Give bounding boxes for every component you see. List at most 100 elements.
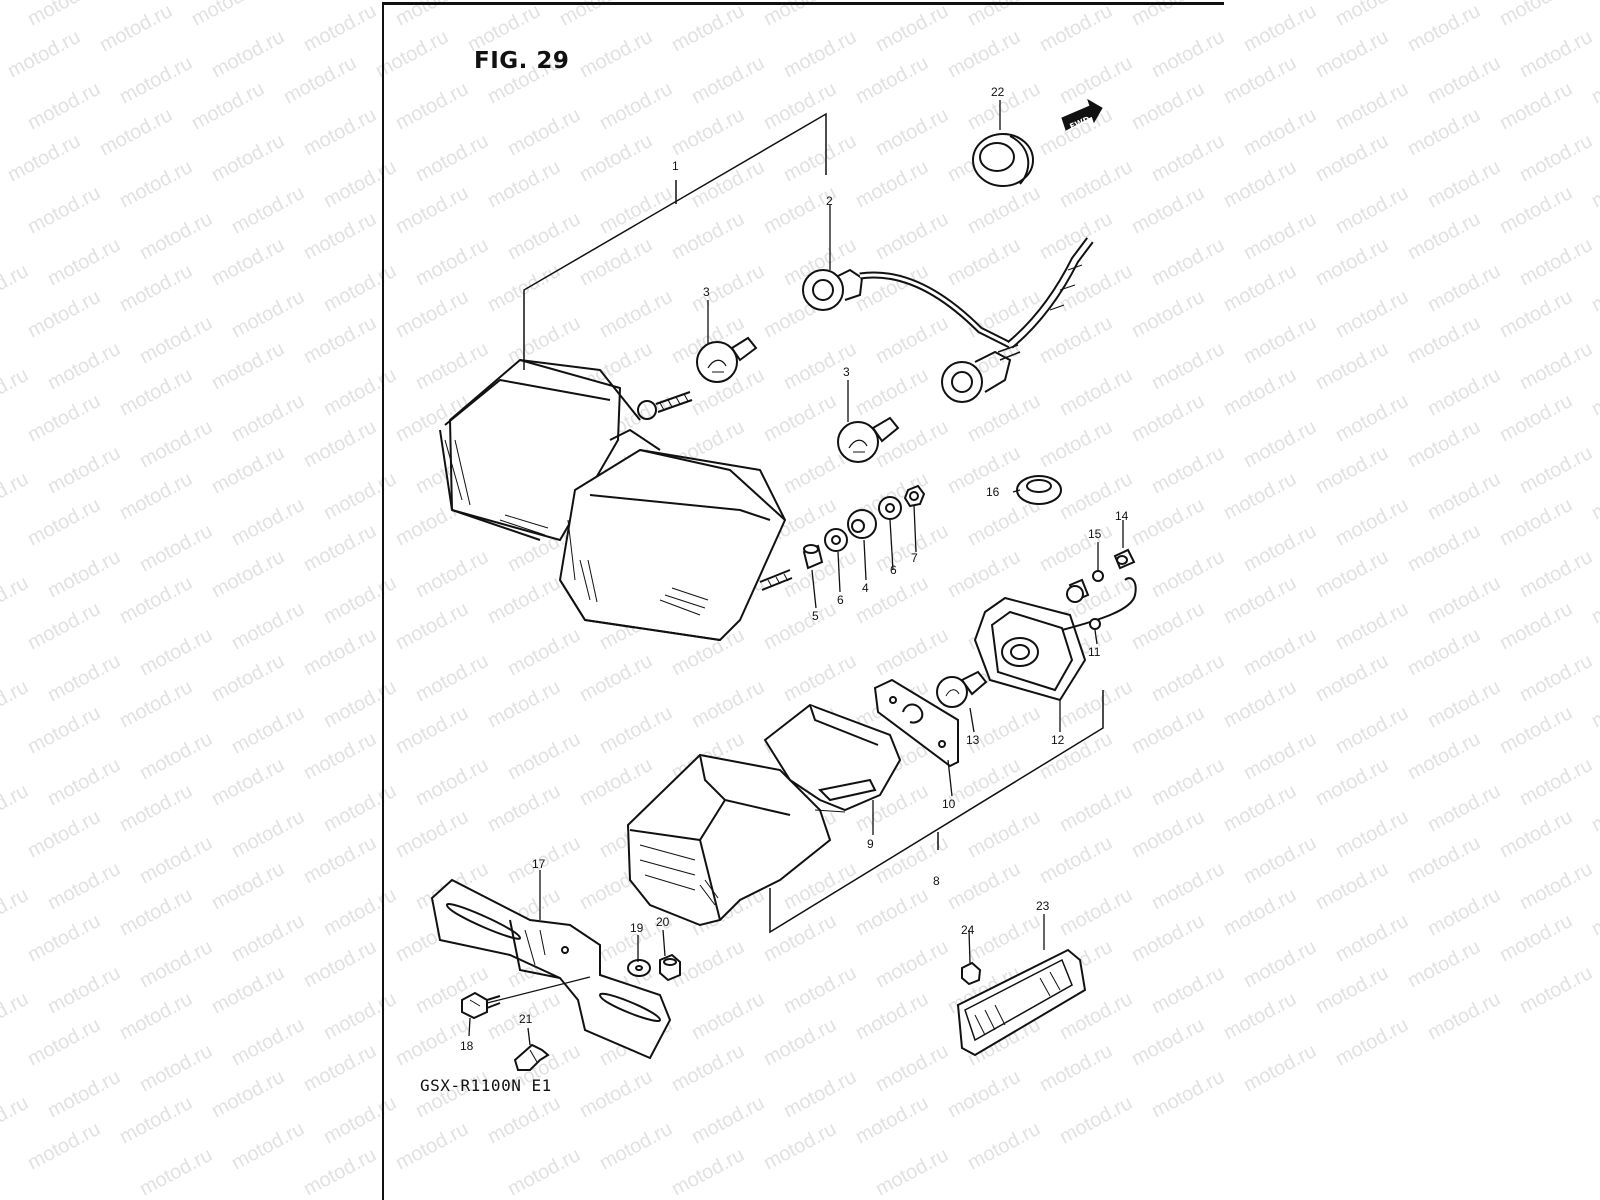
watermark-text: motod.ru xyxy=(392,702,472,758)
watermark-text: motod.ru xyxy=(1496,494,1576,550)
watermark-text: motod.ru xyxy=(1220,572,1300,628)
part-number-20: 20 xyxy=(656,915,670,929)
watermark-text: motod.ru xyxy=(412,234,492,290)
watermark-text: motod.ru xyxy=(136,208,216,264)
rear-lens-8 xyxy=(626,753,832,927)
watermark-text: motod.ru xyxy=(116,676,196,732)
watermark-text: motod.ru xyxy=(668,208,748,264)
watermark-text: motod.ru xyxy=(0,884,32,940)
watermark-text: motod.ru xyxy=(228,182,308,238)
lamp-wire-11 xyxy=(1061,577,1137,631)
figure-title: FIG. 29 xyxy=(474,48,570,74)
watermark-text: motod.ru xyxy=(1404,416,1484,472)
watermark-text: motod.ru xyxy=(24,390,104,446)
watermark-text: motod.ru xyxy=(1516,858,1596,914)
washer-19 xyxy=(627,959,651,977)
bulb-lower xyxy=(837,416,900,463)
watermark-text: motod.ru xyxy=(1128,910,1208,966)
watermark-text: motod.ru xyxy=(188,0,268,30)
watermark-text: motod.ru xyxy=(412,130,492,186)
watermark-text: motod.ru xyxy=(852,988,932,1044)
watermark-text: motod.ru xyxy=(780,1066,860,1122)
part-number-6b: 6 xyxy=(890,563,897,577)
watermark-text: motod.ru xyxy=(1332,910,1412,966)
watermark-text: motod.ru xyxy=(412,650,492,706)
watermark-text: motod.ru xyxy=(392,286,472,342)
watermark-text: motod.ru xyxy=(504,104,584,160)
watermark-text: motod.ru xyxy=(1220,156,1300,212)
part-number-1: 1 xyxy=(672,159,679,173)
watermark-text: motod.ru xyxy=(1220,0,1300,4)
watermark-text: motod.ru xyxy=(576,26,656,82)
watermark-text: motod.ru xyxy=(0,676,32,732)
watermark-text: motod.ru xyxy=(1588,780,1600,836)
watermark-text: motod.ru xyxy=(280,0,360,4)
watermark-text: motod.ru xyxy=(136,416,216,472)
watermark-text: motod.ru xyxy=(1516,546,1596,602)
watermark-text: motod.ru xyxy=(208,130,288,186)
watermark-text: motod.ru xyxy=(300,1144,380,1200)
watermark-text: motod.ru xyxy=(760,598,840,654)
watermark-text: motod.ru xyxy=(484,1092,564,1148)
watermark-text: motod.ru xyxy=(760,78,840,134)
watermark-text: motod.ru xyxy=(1056,780,1136,836)
watermark-text: motod.ru xyxy=(320,156,400,212)
watermark-text: motod.ru xyxy=(208,962,288,1018)
bulb-upper xyxy=(696,336,758,383)
watermark-text: motod.ru xyxy=(1148,546,1228,602)
watermark-text: motod.ru xyxy=(228,390,308,446)
watermark-text: motod.ru xyxy=(1240,208,1320,264)
watermark-text: motod.ru xyxy=(596,78,676,134)
watermark-text: motod.ru xyxy=(1424,0,1504,4)
watermark-text: motod.ru xyxy=(1424,884,1504,940)
watermark-text: motod.ru xyxy=(852,1092,932,1148)
watermark-text: motod.ru xyxy=(1240,1040,1320,1096)
watermark-text: motod.ru xyxy=(1036,832,1116,888)
socket-harness xyxy=(802,237,1094,403)
watermark-text: motod.ru xyxy=(1496,390,1576,446)
watermark-text: motod.ru xyxy=(964,806,1044,862)
watermark-text: motod.ru xyxy=(1312,650,1392,706)
watermark-text: motod.ru xyxy=(116,572,196,628)
watermark-text: motod.ru xyxy=(1128,806,1208,862)
part-number-24: 24 xyxy=(961,923,975,937)
watermark-text: motod.ru xyxy=(1036,1040,1116,1096)
watermark-text: motod.ru xyxy=(964,702,1044,758)
watermark-text: motod.ru xyxy=(760,390,840,446)
watermark-text: motod.ru xyxy=(228,598,308,654)
watermark-text: motod.ru xyxy=(116,884,196,940)
watermark-text: motod.ru xyxy=(1148,26,1228,82)
watermark-text: motod.ru xyxy=(116,0,196,4)
watermark-text: motod.ru xyxy=(300,104,380,160)
watermark-text: motod.ru xyxy=(688,988,768,1044)
watermark-text: motod.ru xyxy=(1588,364,1600,420)
watermark-text: motod.ru xyxy=(1516,650,1596,706)
grommet-22 xyxy=(972,133,1034,187)
watermark-text: motod.ru xyxy=(1516,442,1596,498)
watermark-text: motod.ru xyxy=(1312,962,1392,1018)
gasket-10 xyxy=(873,678,959,768)
part-number-3a: 3 xyxy=(703,285,710,299)
watermark-text: motod.ru xyxy=(1424,52,1504,108)
watermark-text: motod.ru xyxy=(116,364,196,420)
watermark-text: motod.ru xyxy=(96,0,176,56)
watermark-text: motod.ru xyxy=(1332,182,1412,238)
watermark-text: motod.ru xyxy=(116,1092,196,1148)
watermark-text: motod.ru xyxy=(1220,260,1300,316)
watermark-text: motod.ru xyxy=(1332,78,1412,134)
watermark-text: motod.ru xyxy=(1148,442,1228,498)
watermark-text: motod.ru xyxy=(1424,260,1504,316)
watermark-text: motod.ru xyxy=(944,546,1024,602)
watermark-text: motod.ru xyxy=(116,988,196,1044)
part-number-5: 5 xyxy=(812,609,819,623)
watermark-text: motod.ru xyxy=(116,260,196,316)
watermark-text: motod.ru xyxy=(1588,572,1600,628)
watermark-text: motod.ru xyxy=(1516,26,1596,82)
part-number-11: 11 xyxy=(1088,645,1101,659)
part-number-19: 19 xyxy=(630,921,644,935)
part-number-12: 12 xyxy=(1051,733,1065,747)
watermark-text: motod.ru xyxy=(1404,312,1484,368)
part-numbers: 1 2 3 3 4 5 6 6 7 8 9 10 11 12 13 14 15 … xyxy=(460,85,1129,1053)
watermark-text: motod.ru xyxy=(760,182,840,238)
watermark-text: motod.ru xyxy=(484,572,564,628)
